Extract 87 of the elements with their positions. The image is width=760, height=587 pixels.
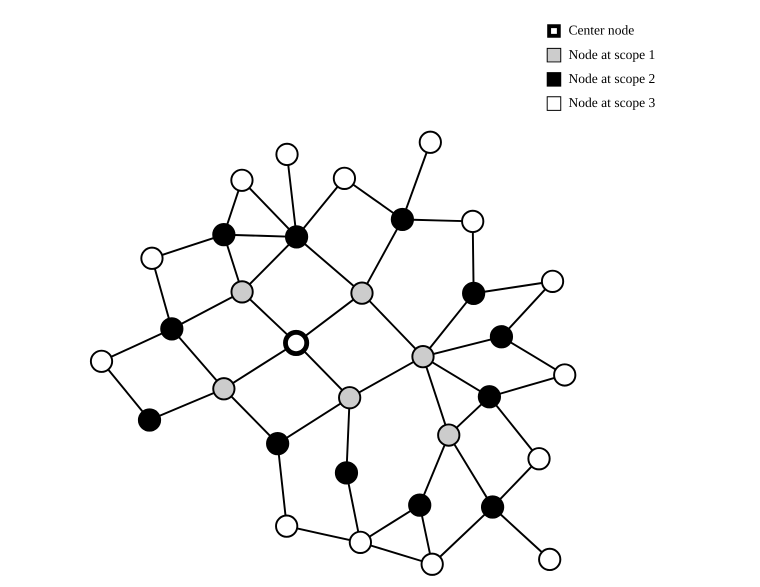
connector bbox=[348, 483, 360, 532]
node-circle bbox=[527, 447, 551, 470]
node-circle bbox=[408, 494, 432, 517]
node-circle bbox=[332, 166, 356, 190]
connector bbox=[358, 361, 414, 394]
connector bbox=[454, 444, 488, 498]
connector bbox=[413, 218, 462, 222]
node-circle bbox=[418, 130, 442, 154]
connector bbox=[178, 336, 218, 382]
connector bbox=[304, 243, 354, 287]
connector bbox=[234, 234, 286, 238]
connector bbox=[472, 232, 474, 282]
connector bbox=[420, 515, 431, 554]
connector bbox=[456, 403, 482, 428]
connector bbox=[500, 377, 555, 395]
node-circle bbox=[462, 282, 486, 305]
connector bbox=[249, 244, 290, 285]
connector bbox=[230, 396, 271, 436]
node-circle bbox=[230, 168, 254, 192]
node-circle bbox=[284, 225, 308, 248]
connector bbox=[232, 348, 288, 384]
connector bbox=[226, 244, 240, 282]
node-circle bbox=[334, 461, 358, 484]
connector bbox=[297, 528, 350, 541]
connector bbox=[154, 268, 170, 319]
connector bbox=[500, 514, 542, 553]
node-circle bbox=[350, 282, 374, 305]
node-circle bbox=[480, 495, 504, 519]
node-circle bbox=[437, 423, 460, 447]
node-circle bbox=[275, 514, 298, 538]
node-circle bbox=[212, 223, 236, 246]
connector bbox=[433, 338, 492, 355]
connector bbox=[286, 402, 342, 439]
node-circle bbox=[160, 317, 184, 340]
connector bbox=[366, 228, 398, 284]
node-circle bbox=[461, 210, 484, 233]
connector bbox=[287, 165, 296, 226]
connector bbox=[369, 510, 411, 538]
connector bbox=[405, 152, 428, 210]
connector bbox=[432, 361, 481, 392]
node-circle bbox=[420, 552, 444, 576]
connector bbox=[422, 444, 446, 496]
node-circle bbox=[275, 142, 299, 166]
connector bbox=[510, 342, 556, 370]
connector bbox=[110, 332, 163, 358]
node-circle bbox=[538, 548, 562, 572]
node-circle bbox=[138, 408, 162, 432]
connector bbox=[302, 350, 343, 390]
legend-label: Node at scope 1 bbox=[568, 46, 656, 62]
node-circle bbox=[348, 530, 372, 554]
node-circle bbox=[283, 330, 310, 356]
connector bbox=[439, 514, 486, 558]
node-circle bbox=[140, 246, 164, 270]
connector bbox=[162, 237, 214, 256]
node-circle bbox=[490, 325, 514, 348]
node-circle bbox=[411, 345, 435, 368]
node-circle bbox=[540, 270, 564, 293]
legend-label: Node at scope 3 bbox=[568, 95, 656, 110]
connector bbox=[425, 366, 446, 426]
connector bbox=[346, 408, 350, 462]
connector bbox=[248, 187, 290, 230]
connector bbox=[368, 300, 416, 350]
legend-label: Center node bbox=[568, 22, 634, 38]
node-circle bbox=[478, 385, 502, 408]
connector bbox=[108, 369, 144, 412]
node-circle bbox=[230, 280, 254, 304]
connector bbox=[181, 296, 234, 325]
node-circle bbox=[553, 363, 576, 387]
connector bbox=[352, 184, 394, 214]
connector bbox=[370, 544, 422, 562]
node-circle bbox=[266, 432, 290, 456]
node-circle bbox=[212, 377, 236, 400]
connector bbox=[226, 190, 240, 225]
node-circle bbox=[390, 208, 414, 232]
connector bbox=[304, 299, 354, 338]
connector bbox=[302, 186, 338, 230]
connector bbox=[508, 288, 546, 330]
connector bbox=[278, 454, 286, 516]
legend-label: Node at scope 2 bbox=[568, 70, 656, 86]
connector bbox=[484, 282, 542, 293]
connector bbox=[495, 404, 533, 451]
node-circle bbox=[90, 350, 114, 373]
connector bbox=[429, 301, 468, 349]
connector bbox=[249, 298, 289, 336]
connector bbox=[500, 466, 532, 500]
connector bbox=[159, 392, 214, 417]
node-circle bbox=[338, 386, 362, 410]
